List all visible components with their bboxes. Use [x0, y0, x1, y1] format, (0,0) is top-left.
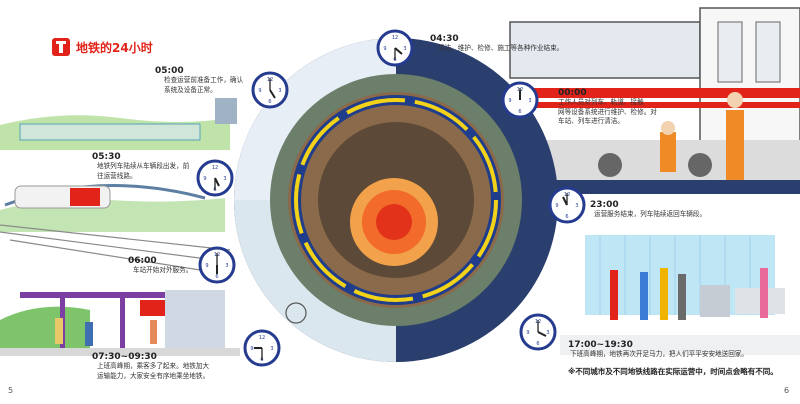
entry-0500: 05:00 检查运营前准备工作，确认 系统及设备正常。 — [155, 66, 265, 95]
entry-0730: 07:30~09:30 上班高峰期，乘客多了起来。地铁加大 运输能力，大家安全有… — [92, 352, 242, 381]
entry-time: 07:30~09:30 — [92, 352, 157, 362]
entry-time: 06:00 — [128, 256, 157, 266]
entry-desc: 工作人员对列车、轨道、接触 网等设备系统进行维护、检修。对 车站、列车进行清洁。 — [558, 98, 657, 126]
entry-2300: 23:00 运营服务结束，列车陆续返回车辆段。 — [590, 200, 730, 220]
entry-time: 04:30 — [430, 34, 459, 44]
metro-logo-icon — [52, 38, 70, 56]
title-block: 地铁的24小时 — [52, 38, 153, 56]
entry-desc: 上班高峰期，乘客多了起来。地铁加大 运输能力，大家安全有序地乘坐地铁。 — [97, 362, 210, 380]
entry-0600: 06:00 车站开始对外服务。 — [128, 256, 218, 276]
entry-desc: 地铁列车陆续从车辆段出发，前 往运营线路。 — [97, 162, 190, 180]
left-scenery — [0, 98, 240, 356]
entry-time: 17:00~19:30 — [568, 340, 633, 350]
entry-0530: 05:30 地铁列车陆续从车辆段出发，前 往运营线路。 — [92, 152, 212, 181]
entry-desc: 运营服务结束，列车陆续返回车辆段。 — [594, 210, 707, 218]
entry-time: 23:00 — [590, 200, 619, 210]
entry-time: 05:00 — [155, 66, 184, 76]
right-train-scene — [509, 0, 800, 194]
entry-1700: 17:00~19:30 下班高峰期，地铁再次开足马力，把人们平平安安地送回家。 — [568, 340, 778, 360]
entry-desc: 下班高峰期，地铁再次开足马力，把人们平平安安地送回家。 — [570, 350, 749, 358]
entry-desc: 清洁、维护、检修、施工等各种作业结束。 — [438, 44, 564, 52]
entry-0430: 04:30 清洁、维护、检修、施工等各种作业结束。 — [430, 34, 580, 54]
globe — [234, 38, 558, 362]
entry-0000: 00:00 工作人员对列车、轨道、接触 网等设备系统进行维护、检修。对 车站、列… — [558, 88, 668, 127]
entry-time: 05:30 — [92, 152, 121, 162]
entry-time: 00:00 — [558, 88, 587, 98]
page-number-right: 6 — [784, 386, 790, 395]
page-number-left: 5 — [8, 386, 14, 395]
entry-desc: 车站开始对外服务。 — [133, 266, 193, 274]
entry-desc: 检查运营前准备工作，确认 系统及设备正常。 — [164, 76, 244, 94]
footnote: ※不同城市及不同地铁线路在实际运营中，时间点会略有不同。 — [568, 367, 778, 376]
right-station-scene — [560, 230, 800, 360]
page-title: 地铁的24小时 — [76, 40, 153, 55]
